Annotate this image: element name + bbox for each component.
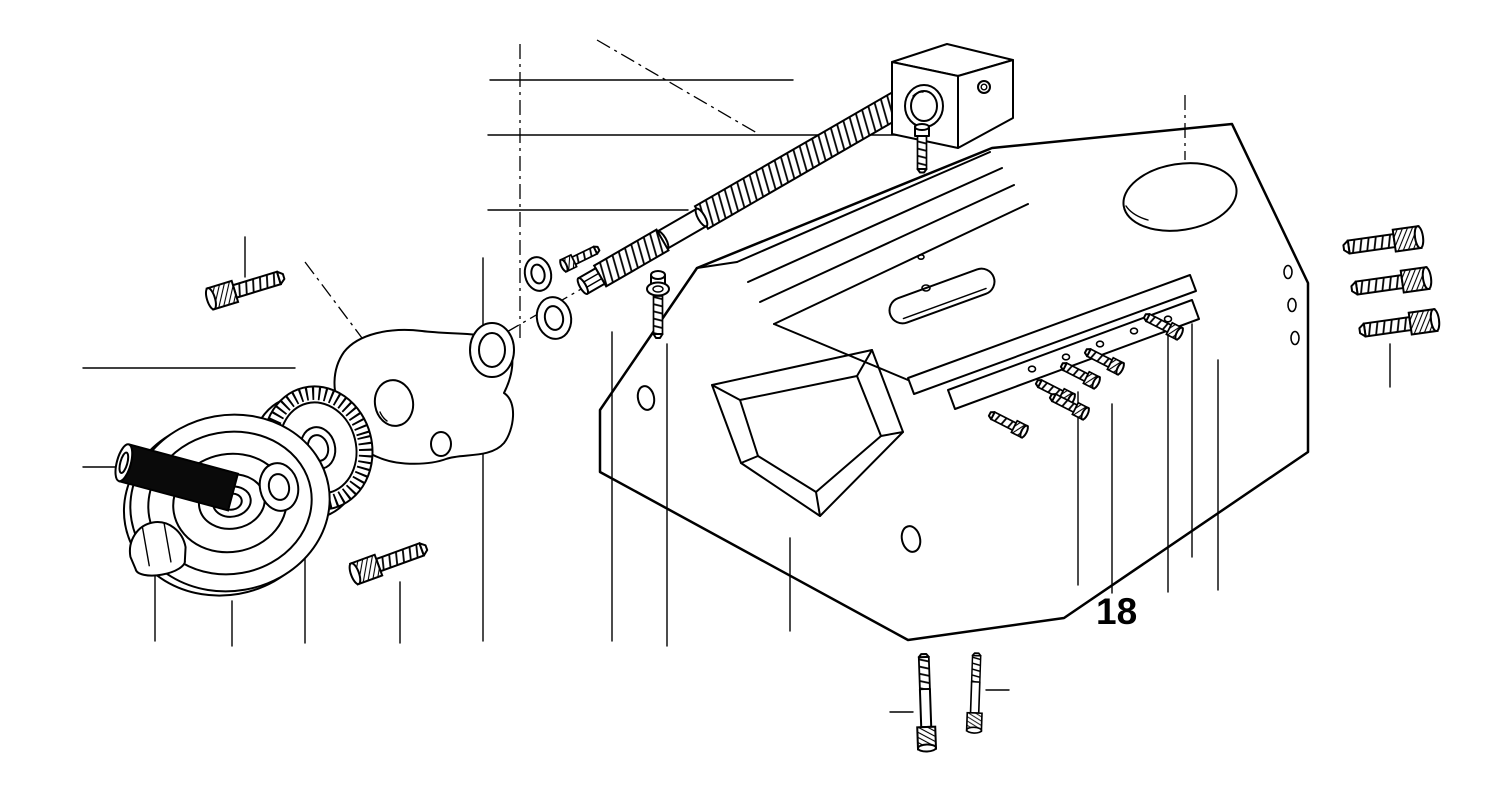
bearing-bracket [333, 322, 515, 465]
slide-ways [696, 151, 1197, 395]
cap-screw-right-3 [1357, 307, 1442, 343]
base-screw-1 [913, 652, 938, 753]
right-face-thread-holes [1283, 264, 1300, 346]
gib-rail [947, 299, 1200, 410]
tee-slot [888, 254, 996, 325]
front-hole [900, 525, 922, 553]
spindle-nut-block [891, 43, 1014, 149]
swivel-bore-hole [1122, 162, 1238, 232]
vise-body [598, 122, 1310, 642]
side-hole [636, 385, 656, 411]
screw-with-washer [646, 270, 670, 339]
cap-screw-right-2 [1349, 265, 1434, 301]
dome-nut [128, 521, 187, 577]
nut-block-screw [914, 123, 930, 174]
knurl-band [263, 386, 373, 510]
thrust-washer [258, 462, 300, 512]
base-screw-2 [965, 652, 985, 735]
handle-grip [114, 443, 240, 512]
front-pocket [711, 349, 904, 517]
washer-large [535, 296, 573, 340]
washer-small [523, 256, 553, 292]
cap-screw-lower-left [346, 536, 432, 587]
cap-screw-right-1 [1341, 224, 1426, 260]
callout-label-18: 18 [1096, 591, 1137, 632]
